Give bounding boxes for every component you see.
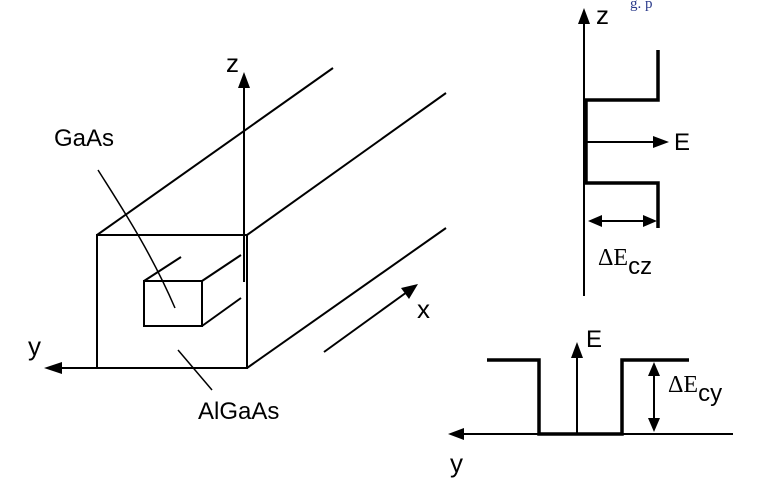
receding-edge-bottom-right [246,227,447,369]
y-potential-profile: y E ΔEcy [448,326,733,478]
x-axis-line [323,291,408,353]
z-potential-profile: z E ΔEcz [578,0,690,296]
y-well-profile-line [487,358,689,436]
z-axis-label: z [226,48,239,78]
delta-ecy-subscript: cy [698,380,722,407]
algaas-label: AlGaAs [198,398,279,425]
profile-z-axis-arrowhead [578,8,590,24]
x-axis-label: x [417,294,430,324]
receding-edge-top-left [96,67,334,236]
delta-ecz-symbol: ΔE [598,245,628,271]
delta-ecy-arrowhead-top [648,362,660,376]
delta-ecz-subscript: cz [628,253,652,280]
z-axis-arrowhead [238,72,250,88]
y-axis-label: y [28,331,41,361]
delta-ecy-symbol: ΔE [668,372,698,398]
delta-ecz-arrowhead-left [588,215,602,227]
x-axis-arrowhead [401,284,418,299]
gaas-pointer-line [97,169,176,309]
receding-edge-top-right [246,92,447,236]
z-well-profile-line [584,50,660,228]
quantum-wire-3d: z y x GaAs AlGaAs [28,48,447,425]
profile-y-axis-label: y [450,448,463,478]
gaas-core-front [143,280,203,327]
delta-ecy-label: ΔEcy [668,372,722,407]
profile-z-energy-arrowhead [653,136,669,148]
profile-y-energy-label: E [586,326,602,353]
delta-ecz-arrowhead-right [643,215,657,227]
delta-ecz-label: ΔEcz [598,245,652,280]
profile-z-axis-label: z [596,0,609,30]
gaas-core-edge-top-right [201,254,242,282]
gaas-core-edge-top-left [143,256,182,282]
algaas-pointer-line [177,349,213,391]
profile-y-energy-arrowhead [571,342,583,358]
profile-y-axis-arrowhead [448,428,464,440]
gaas-label: GaAs [54,125,114,152]
delta-ecy-arrowhead-bottom [648,418,660,432]
profile-z-energy-label: E [674,129,690,156]
y-axis-arrowhead [44,362,62,374]
gaas-core-edge-bottom-right [201,297,242,327]
cropped-caption-fragment: g. p [630,0,653,12]
